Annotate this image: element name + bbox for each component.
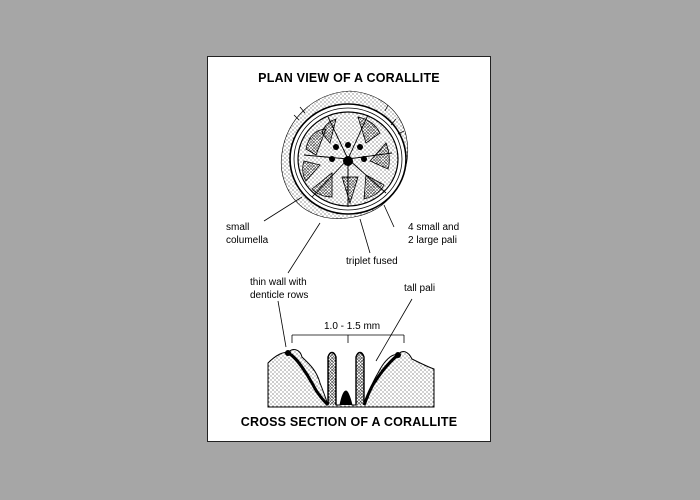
label-thin-wall: thin wall with denticle rows xyxy=(250,277,309,301)
chamber xyxy=(302,160,321,182)
plan-leaders xyxy=(263,196,395,274)
diagram-card: PLAN VIEW OF A CORALLITE xyxy=(207,56,491,442)
chamber xyxy=(363,174,385,200)
cross-section-title: CROSS SECTION OF A CORALLITE xyxy=(240,415,458,429)
label-small-columella: small columella xyxy=(226,222,269,246)
wall-ring-mid xyxy=(293,107,403,211)
label-dimension: 1.0 - 1.5 mm xyxy=(324,321,380,332)
plan-view-drawing xyxy=(280,90,409,219)
chamber xyxy=(305,128,327,156)
chamber xyxy=(369,142,390,170)
label-pali: 4 small and 2 large pali xyxy=(408,222,462,246)
corallite-illustration: small columella 4 small and 2 large pali… xyxy=(226,90,462,408)
chamber xyxy=(311,172,333,198)
chamber xyxy=(321,118,337,144)
label-tall-pali: tall pali xyxy=(404,283,435,294)
columella-dot xyxy=(343,156,353,166)
label-triplet-fused: triplet fused xyxy=(346,256,398,267)
plan-view-title: PLAN VIEW OF A CORALLITE xyxy=(258,71,440,85)
cross-section-drawing xyxy=(267,349,435,408)
dimension-bracket xyxy=(291,334,405,343)
chamber xyxy=(357,116,381,144)
section-leaders xyxy=(277,298,413,362)
chamber xyxy=(341,176,359,205)
